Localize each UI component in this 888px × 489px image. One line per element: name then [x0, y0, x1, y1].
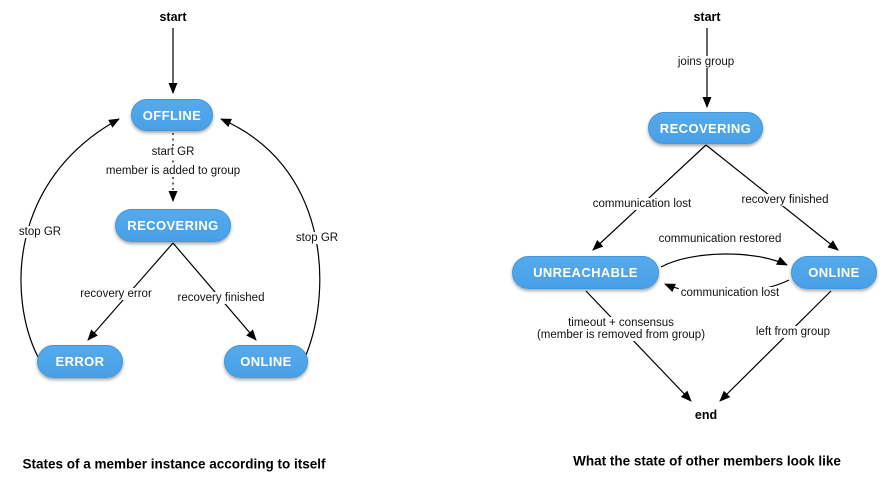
edge-label-timeout-line1: timeout + consensus	[568, 317, 674, 329]
right-diagram-caption: What the state of other members look lik…	[573, 453, 841, 469]
right-end-label: end	[694, 408, 718, 422]
edge-label-communication-lost-upper: communication lost	[590, 198, 694, 210]
node-recovering-left: RECOVERING	[115, 209, 231, 242]
edge-label-timeout-consensus: timeout + consensus (member is removed f…	[534, 317, 708, 341]
node-unreachable: UNREACHABLE	[512, 256, 659, 289]
edge-label-recovery-finished-left: recovery finished	[175, 292, 267, 304]
edge-label-communication-lost-mid: communication lost	[678, 287, 782, 299]
edge-recovering-to-online	[172, 242, 257, 341]
edge-unreachable-to-online-restored	[660, 253, 788, 268]
edge-label-joins-group: joins group	[675, 56, 737, 68]
edge-label-member-added: member is added to group	[103, 165, 243, 177]
edge-label-recovery-error: recovery error	[78, 288, 154, 300]
node-online-right: ONLINE	[791, 256, 877, 289]
node-recovering-right: RECOVERING	[648, 112, 763, 144]
edge-label-stop-gr-right: stop GR	[293, 232, 341, 244]
right-start-label: start	[693, 10, 721, 24]
edge-label-timeout-line2: (member is removed from group)	[536, 329, 706, 341]
edge-label-stop-gr-left: stop GR	[16, 226, 64, 238]
edge-error-to-offline-stop-gr	[20, 118, 120, 358]
edge-label-recovery-finished-right: recovery finished	[739, 194, 831, 206]
edge-label-left-from-group: left from group	[753, 326, 833, 338]
node-online-left: ONLINE	[224, 345, 308, 378]
left-start-label: start	[159, 10, 187, 24]
edge-label-start-gr: start GR	[149, 146, 197, 158]
edge-unreachable-to-end	[585, 290, 692, 402]
edge-recovering-to-unreachable	[592, 144, 707, 251]
edge-online-to-offline-stop-gr	[220, 118, 321, 356]
node-error: ERROR	[37, 345, 123, 378]
edge-label-communication-restored: communication restored	[656, 233, 784, 245]
left-diagram-caption: States of a member instance according to…	[22, 456, 326, 472]
edge-online-to-end	[719, 290, 832, 402]
node-offline: OFFLINE	[131, 99, 213, 131]
